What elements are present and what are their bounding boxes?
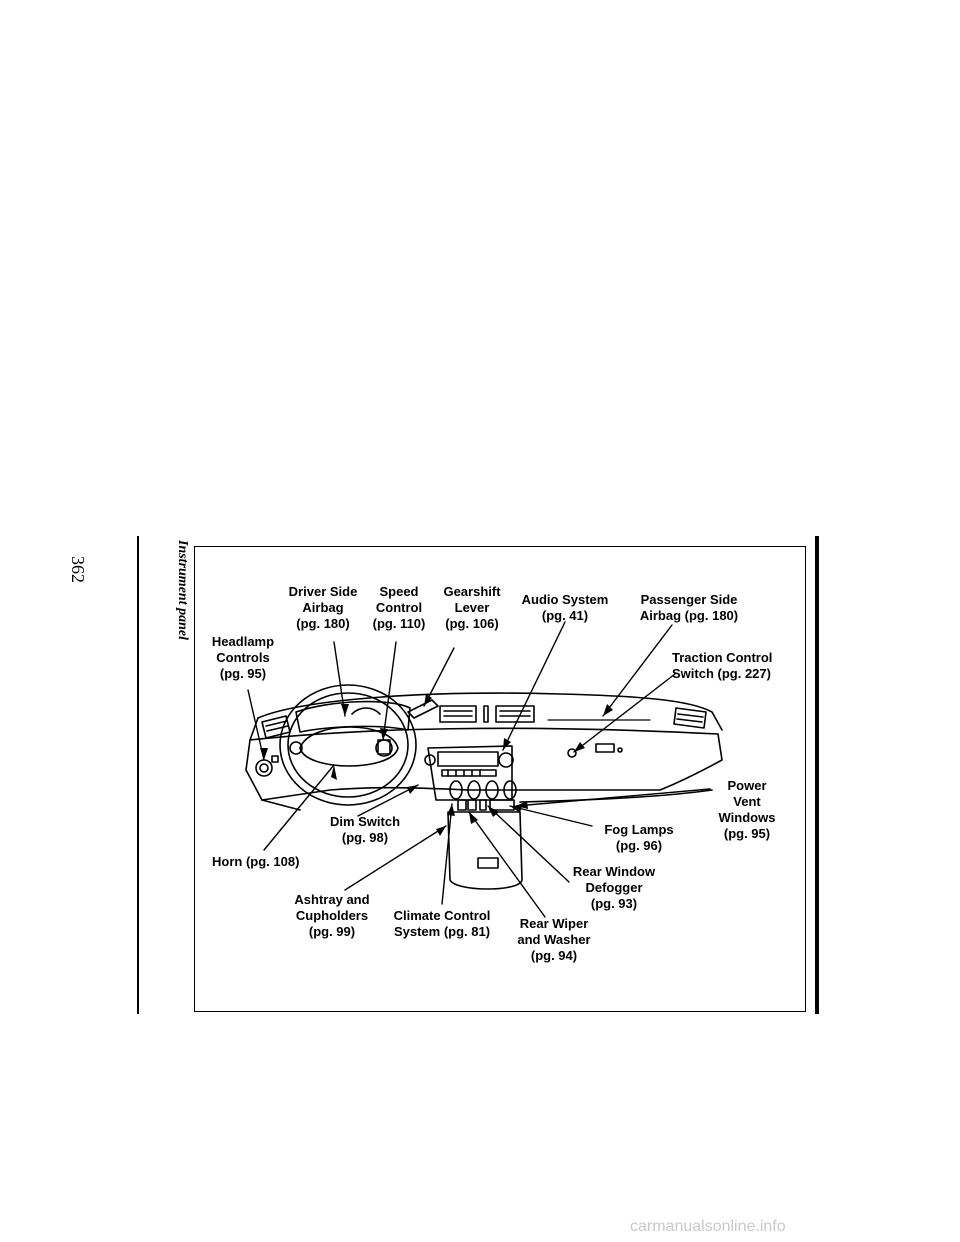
callout-fog-lamps: Fog Lamps (pg. 96) xyxy=(604,822,674,853)
callout-traction-control: Traction Control Switch (pg. 227) xyxy=(672,650,773,681)
callout-gearshift-lever: Gearshift Lever (pg. 106) xyxy=(443,584,501,631)
callout-audio-system: Audio System (pg. 41) xyxy=(521,592,609,623)
steering-wheel xyxy=(279,684,417,806)
left-rule xyxy=(137,536,139,1014)
right-rule xyxy=(815,536,819,1014)
callout-horn: Horn (pg. 108) xyxy=(212,854,300,869)
gearshift-stalk xyxy=(407,699,439,719)
watermark: carmanualsonline.info xyxy=(630,1218,786,1235)
callout-ashtray-cupholders: Ashtray and Cupholders (pg. 99) xyxy=(294,892,370,939)
climate-knobs xyxy=(449,780,517,800)
callout-headlamp-controls: Headlamp Controls (pg. 95) xyxy=(211,634,275,681)
callout-power-vent-windows: Power Vent Windows (pg. 95) xyxy=(718,778,776,841)
console-ashtray xyxy=(477,857,499,869)
callout-rear-window-defogger: Rear Window Defogger (pg. 93) xyxy=(572,864,656,911)
callout-driver-side-airbag: Driver Side Airbag (pg. 180) xyxy=(288,584,358,631)
figure-frame xyxy=(194,546,806,1012)
callout-rear-wiper-washer: Rear Wiper and Washer (pg. 94) xyxy=(517,916,591,963)
headlamp-knob xyxy=(255,755,279,777)
speedometer xyxy=(351,707,381,715)
center-console xyxy=(447,811,523,890)
callout-passenger-side-airbag: Passenger Side Airbag (pg. 180) xyxy=(639,592,739,623)
dashboard-top xyxy=(257,692,723,731)
center-stack xyxy=(424,745,514,801)
center-vents xyxy=(439,705,535,723)
callout-dim-switch: Dim Switch (pg. 98) xyxy=(329,814,401,845)
callout-climate-control: Climate Control System (pg. 81) xyxy=(393,908,491,939)
arrowheads xyxy=(260,694,613,836)
traction-control-switch xyxy=(567,743,623,758)
callout-speed-control: Speed Control (pg. 110) xyxy=(372,584,426,631)
left-dash-side xyxy=(245,717,263,801)
switch-row xyxy=(457,799,515,811)
right-vent xyxy=(673,707,707,729)
instrument-cluster xyxy=(295,700,411,733)
dashboard-lower-edge xyxy=(261,789,713,811)
leader-lines xyxy=(247,621,711,918)
